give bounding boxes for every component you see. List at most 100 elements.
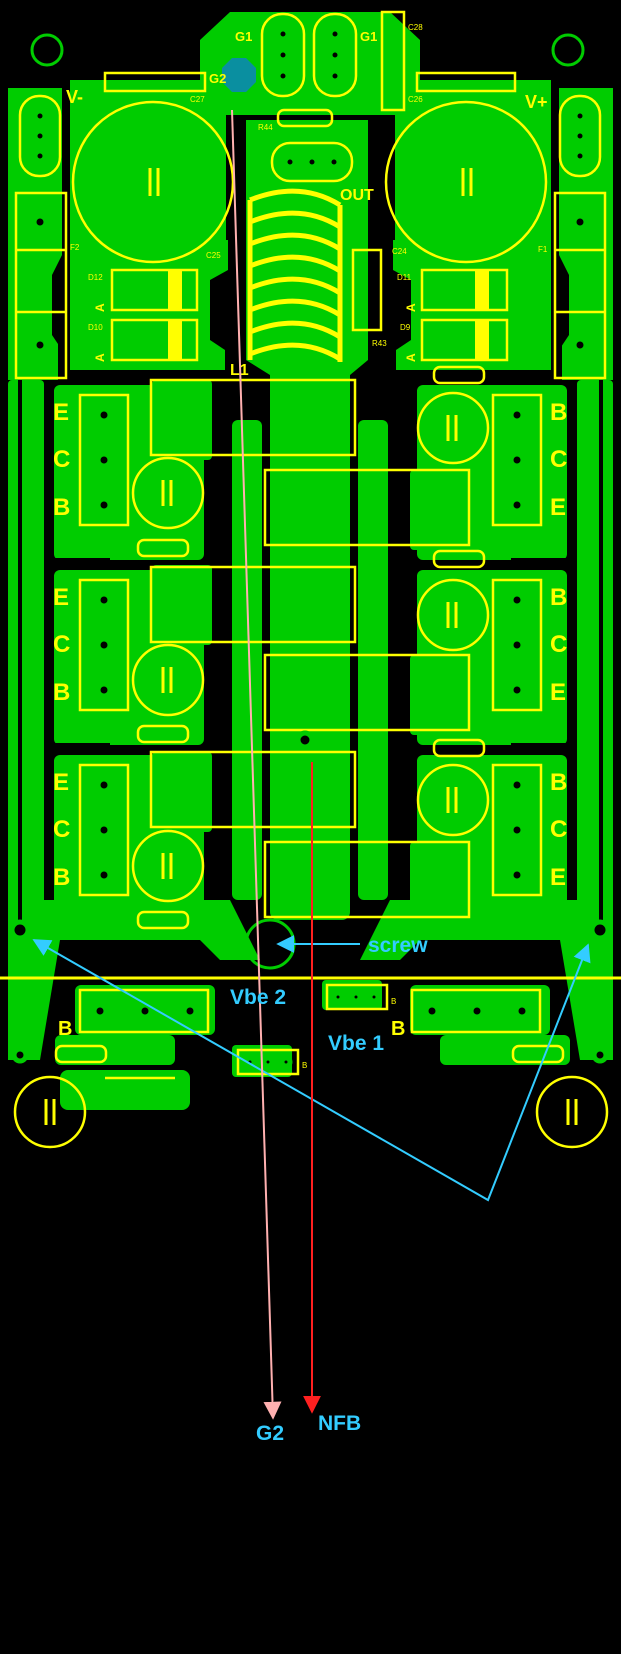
d10-diode [110,318,199,362]
label-anode-4: A [404,353,418,362]
label-g2-pad: G2 [209,71,226,86]
diode-bands [168,270,489,360]
f2-fuse [14,191,68,380]
label-b-right: B [391,1018,405,1040]
transistor-pins-right: B C E B C E B C E [550,399,567,891]
pin-right-1-c: C [550,446,567,473]
pin-left-3-c: C [53,816,70,843]
emitter-resistor-6 [263,840,471,919]
pin-right-3-c: C [550,816,567,843]
pin-left-2-b: B [53,679,70,706]
v-plus-connector [558,94,602,178]
c27-capacitor [71,100,235,264]
mount-hole-left [30,33,64,67]
g2-arrow [231,109,282,1420]
pin-right-2-c: C [550,631,567,658]
driver-transistor-right [410,988,542,1034]
label-d10: D10 [88,323,103,332]
label-c28: C28 [408,23,423,32]
annotation-vbe1: Vbe 1 [328,1032,384,1055]
transistor-right-2 [491,578,543,712]
label-v-plus: V+ [525,92,548,112]
annotation-vbe2: Vbe 2 [230,986,286,1009]
pin-right-1-b: B [550,399,567,426]
vbe1-sensor [325,983,389,1011]
annotation-screw: screw [368,934,428,957]
small-cap-bottom-left [13,1075,87,1149]
driver-transistor-left [78,988,210,1034]
pin-right-2-b: B [550,584,567,611]
transistor-left-1 [78,393,130,527]
annotation-g2: G2 [256,1422,284,1445]
f1-fuse [553,191,607,380]
label-out: OUT [340,187,374,204]
emitter-resistor-3 [149,565,357,644]
small-cap-left-2 [131,643,205,717]
small-cap-right-2 [416,578,490,652]
label-b-left: B [58,1018,72,1040]
transistor-left-2 [78,578,130,712]
label-d9: D9 [400,323,411,332]
v-minus-connector [18,94,62,178]
pin-right-3-e: E [550,864,566,891]
out-connector [270,141,354,183]
annotation-arrows [32,109,591,1420]
g2-pad [222,58,256,92]
label-c24: C24 [392,247,407,256]
pads [9,26,611,1069]
transistor-right-1 [491,393,543,527]
c26-capacitor [384,100,548,264]
d11-diode [420,268,509,312]
transistor-pins-left: E C B E C B E C B [53,399,70,891]
label-v-minus: V- [66,87,83,107]
r44-resistor [276,108,334,128]
l1-coil [247,188,343,362]
pin-left-1-c: C [53,446,70,473]
label-anode-1: A [93,303,107,312]
emitter-resistor-4 [263,653,471,732]
label-b-small-2: B [302,1061,307,1070]
d9-diode [420,318,509,362]
transistor-left-3 [78,763,130,897]
small-cap-right-1 [416,391,490,465]
label-r43: R43 [372,339,387,348]
label-d12: D12 [88,273,103,282]
d12-diode [110,268,199,312]
mount-hole-right [551,33,585,67]
label-g1-left: G1 [235,29,252,44]
small-cap-bottom-right [535,1075,609,1149]
pin-right-1-e: E [550,494,566,521]
g1-connector-right [312,12,358,98]
pin-left-2-c: C [53,631,70,658]
cap-symbols [44,168,578,1125]
pin-right-2-e: E [550,679,566,706]
transistor-right-3 [491,763,543,897]
g1-connector-left [260,12,306,98]
label-r44: R44 [258,123,273,132]
small-cap-left-1 [131,456,205,530]
label-c25: C25 [206,251,221,260]
label-b-small-1: B [391,997,396,1006]
label-anode-2: A [93,353,107,362]
pin-left-3-b: B [53,864,70,891]
label-g1-right: G1 [360,29,377,44]
label-c26: C26 [408,95,423,104]
label-anode-3: A [404,303,418,312]
small-cap-right-3 [416,763,490,837]
label-d11: D11 [397,273,412,282]
emitter-resistor-2 [263,468,471,547]
pin-left-1-e: E [53,399,69,426]
emitter-resistor-1 [149,378,357,457]
pin-left-2-e: E [53,584,69,611]
label-f2: F2 [70,243,80,252]
pin-right-3-b: B [550,769,567,796]
annotation-nfb: NFB [318,1412,361,1435]
silkscreen-layer [0,10,621,1149]
pin-left-3-e: E [53,769,69,796]
pin-left-1-b: B [53,494,70,521]
label-f1: F1 [538,245,548,254]
c28-outline [380,10,406,112]
c24-outline [351,248,383,332]
cut-point-arrows [32,939,591,1202]
